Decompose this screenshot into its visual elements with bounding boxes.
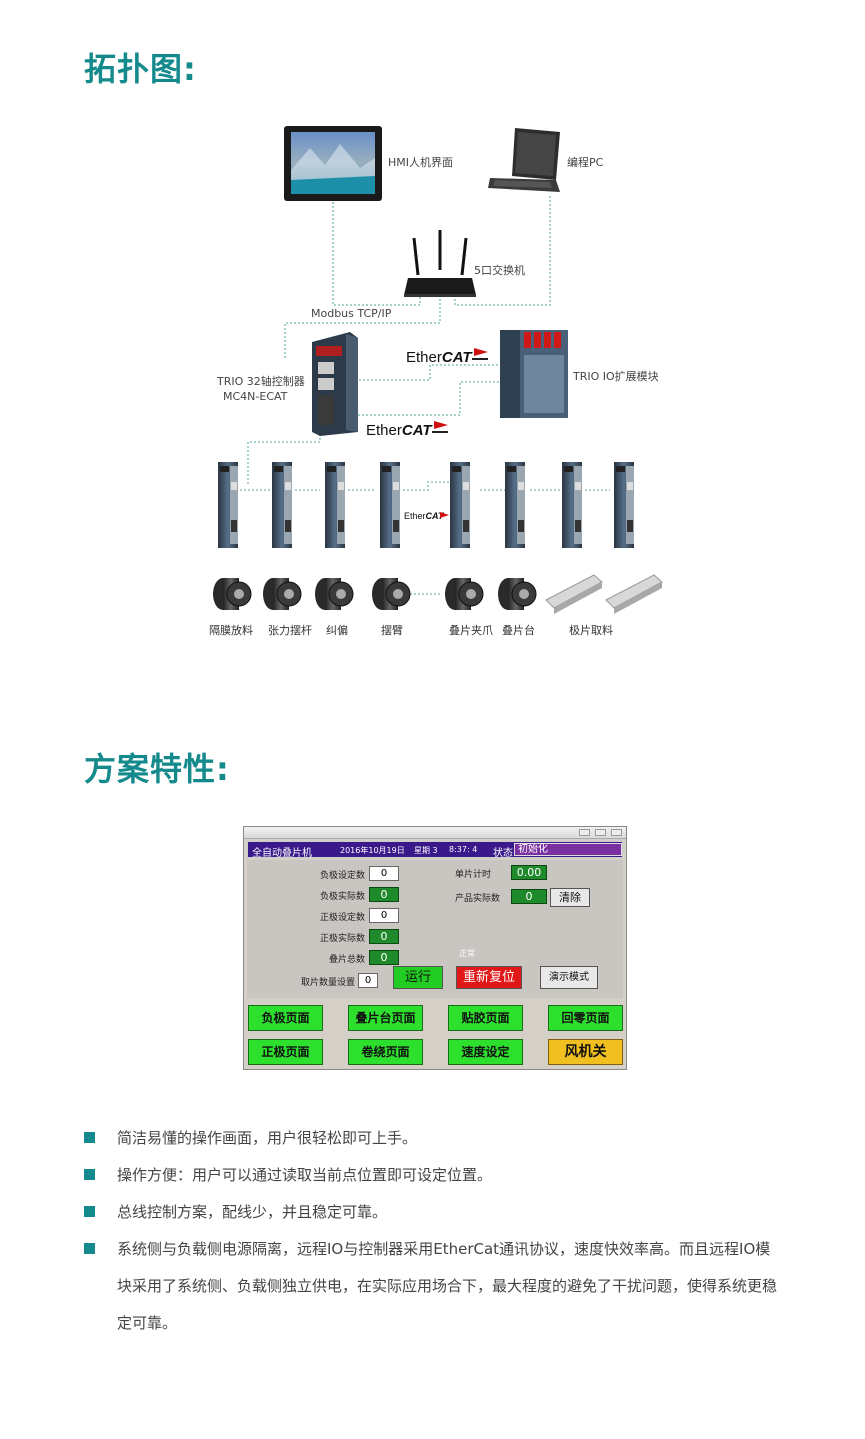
negative-actual-value: 0 xyxy=(369,887,399,902)
bullet-square-icon xyxy=(84,1206,95,1217)
feature-item: 总线控制方案，配线少，并且稳定可靠。 xyxy=(84,1194,784,1231)
positive-actual-value: 0 xyxy=(369,929,399,944)
bullet-square-icon xyxy=(84,1132,95,1143)
bullet-square-icon xyxy=(84,1243,95,1254)
servo-motor xyxy=(263,578,302,610)
positive-set-input[interactable]: 0 xyxy=(369,908,399,923)
negative-page-button[interactable]: 负极页面 xyxy=(248,1005,323,1031)
demo-mode-button[interactable]: 演示模式 xyxy=(540,966,598,989)
hmi-time: 8:37: 4 xyxy=(449,845,478,854)
servo-drive xyxy=(325,462,345,548)
servo-motor xyxy=(445,578,484,610)
linear-module-2 xyxy=(605,574,663,614)
field-label: 正极实际数 xyxy=(319,934,365,944)
fan-off-button[interactable]: 风机关 xyxy=(548,1039,623,1065)
modbus-label: Modbus TCP/IP xyxy=(311,307,392,320)
motor-label: 极片取料 xyxy=(569,623,613,637)
reset-button[interactable]: 重新复位 xyxy=(456,966,522,989)
servo-motor xyxy=(372,578,411,610)
servo-motor xyxy=(498,578,537,610)
clear-button[interactable]: 清除 xyxy=(550,888,590,907)
hmi-screenshot: 全自动叠片机 2016年10月19日 星期 3 8:37: 4 状态 初始化 负… xyxy=(243,826,627,1070)
status-text: 正常 xyxy=(459,949,475,958)
servo-drive xyxy=(272,462,292,548)
servo-motors xyxy=(213,578,537,610)
speed-setting-button[interactable]: 速度设定 xyxy=(448,1039,523,1065)
ethercat-logo-text-3: EtherCAT xyxy=(404,511,445,521)
minimize-icon[interactable] xyxy=(579,829,590,836)
feature-item: 简洁易懂的操作画面，用户很轻松即可上手。 xyxy=(84,1120,784,1157)
stack-total-value: 0 xyxy=(369,950,399,965)
run-button[interactable]: 运行 xyxy=(393,966,443,989)
close-icon[interactable] xyxy=(611,829,622,836)
positive-page-button[interactable]: 正极页面 xyxy=(248,1039,323,1065)
motor-labels: 隔膜放料 张力摆杆 纠偏 摆臂 叠片夹爪 叠片台 极片取料 xyxy=(209,623,613,637)
pick-count-input[interactable]: 0 xyxy=(358,973,378,988)
servo-drives xyxy=(218,462,634,548)
hmi-state-label: 状态 xyxy=(493,848,513,859)
home-page-button[interactable]: 回零页面 xyxy=(548,1005,623,1031)
servo-drive xyxy=(218,462,238,548)
field-label: 负极实际数 xyxy=(319,892,365,902)
negative-set-input[interactable]: 0 xyxy=(369,866,399,881)
product-value: 0 xyxy=(511,889,547,904)
hmi-label: HMI人机界面 xyxy=(388,155,453,169)
hmi-device xyxy=(284,126,382,201)
ethercat-logo-text-2: EtherCAT xyxy=(366,422,433,439)
servo-motor xyxy=(213,578,252,610)
winding-page-button[interactable]: 卷绕页面 xyxy=(348,1039,423,1065)
servo-drive xyxy=(450,462,470,548)
io-module-label: TRIO IO扩展模块 xyxy=(572,369,659,383)
pick-label: 取片数量设置 xyxy=(300,978,355,988)
hmi-panel: 负极设定数 0 负极实际数 0 正极设定数 0 正极实际数 0 叠片总数 0 单… xyxy=(247,860,623,998)
ethercat-logo-3: EtherCAT xyxy=(404,511,449,521)
controller-device xyxy=(312,332,358,436)
controller-label-1: TRIO 32轴控制器 xyxy=(216,374,305,388)
switch-device xyxy=(404,230,476,297)
features-list: 简洁易懂的操作画面，用户很轻松即可上手。 操作方便：用户可以通过读取当前点位置即… xyxy=(84,1120,784,1342)
motor-label: 摆臂 xyxy=(381,623,403,637)
maximize-icon[interactable] xyxy=(595,829,606,836)
motor-label: 纠偏 xyxy=(326,623,348,637)
ethercat-logo-2: EtherCAT xyxy=(366,421,448,439)
motor-label: 隔膜放料 xyxy=(209,623,253,637)
features-title: 方案特性: xyxy=(84,750,230,788)
linear-module-1 xyxy=(545,574,603,614)
hmi-date: 2016年10月19日 xyxy=(340,846,405,855)
field-label: 叠片总数 xyxy=(328,955,365,965)
laptop-device xyxy=(488,128,560,192)
motor-label: 叠片夹爪 xyxy=(449,624,493,637)
hmi-title: 全自动叠片机 xyxy=(252,848,312,859)
tape-page-button[interactable]: 贴胶页面 xyxy=(448,1005,523,1031)
feature-item: 操作方便：用户可以通过读取当前点位置即可设定位置。 xyxy=(84,1157,784,1194)
servo-drive xyxy=(562,462,582,548)
controller-label-2: MC4N-ECAT xyxy=(223,390,288,403)
field-label: 负极设定数 xyxy=(319,871,365,881)
hmi-window-titlebar xyxy=(244,827,626,839)
servo-drive xyxy=(380,462,400,548)
hmi-header: 全自动叠片机 2016年10月19日 星期 3 8:37: 4 状态 初始化 xyxy=(247,841,623,859)
servo-drive xyxy=(614,462,634,548)
hmi-weekday: 星期 3 xyxy=(414,846,438,855)
topology-diagram: HMI人机界面 编程PC 5口交换机 Modbus TCP/IP TRIO 32… xyxy=(209,126,663,637)
single-time-label: 单片计时 xyxy=(455,870,492,880)
ethercat-logo-text-1: EtherCAT xyxy=(406,349,473,366)
product-label: 产品实际数 xyxy=(455,894,501,904)
io-module-device xyxy=(500,330,568,418)
topology-title: 拓扑图: xyxy=(84,50,197,88)
switch-label: 5口交换机 xyxy=(474,263,525,277)
ethercat-logo-1: EtherCAT xyxy=(406,348,488,366)
pc-label: 编程PC xyxy=(567,155,604,169)
hmi-state-value: 初始化 xyxy=(514,843,622,856)
servo-drive xyxy=(505,462,525,548)
motor-label: 张力摆杆 xyxy=(268,623,312,637)
motor-label: 叠片台 xyxy=(502,623,535,637)
single-time-value: 0.00 xyxy=(511,865,547,880)
bullet-square-icon xyxy=(84,1169,95,1180)
feature-item: 系统侧与负载侧电源隔离，远程IO与控制器采用EtherCat通讯协议，速度快效率… xyxy=(84,1231,784,1342)
servo-motor xyxy=(315,578,354,610)
stack-table-page-button[interactable]: 叠片台页面 xyxy=(348,1005,423,1031)
field-label: 正极设定数 xyxy=(319,913,365,923)
